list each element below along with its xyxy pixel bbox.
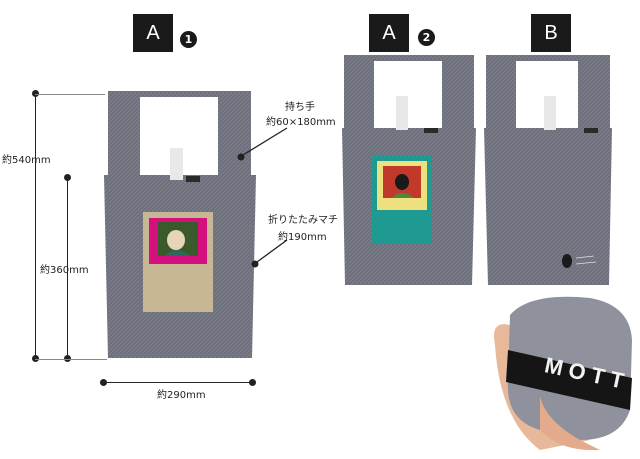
body-height-label: 約360mm bbox=[40, 265, 89, 276]
dimension-line-width bbox=[104, 382, 254, 384]
dimension-dot bbox=[64, 174, 71, 181]
total-height-label: 約540mm bbox=[2, 155, 51, 166]
dimension-dot bbox=[100, 379, 107, 386]
handle-size-label: 約60×180mm bbox=[266, 117, 336, 128]
dimension-dot bbox=[32, 355, 39, 362]
dimension-line-total-height bbox=[35, 94, 37, 359]
variant-badge-b: B bbox=[531, 14, 571, 52]
dimension-dot bbox=[249, 379, 256, 386]
gusset-label: 折りたたみマチ bbox=[268, 215, 338, 226]
dimension-line-body-height bbox=[67, 178, 69, 359]
handle-label: 持ち手 bbox=[285, 102, 315, 113]
dimension-guide bbox=[35, 359, 107, 360]
gusset-size-label: 約190mm bbox=[278, 232, 327, 243]
dimension-guide bbox=[35, 94, 105, 95]
variant-number-2: 2 bbox=[418, 29, 435, 46]
dimension-dot bbox=[32, 90, 39, 97]
dimension-dot bbox=[64, 355, 71, 362]
variant-badge-a1: A bbox=[133, 14, 173, 52]
width-label: 約290mm bbox=[157, 390, 206, 401]
variant-badge-a2: A bbox=[369, 14, 409, 52]
variant-number-1: 1 bbox=[180, 31, 197, 48]
